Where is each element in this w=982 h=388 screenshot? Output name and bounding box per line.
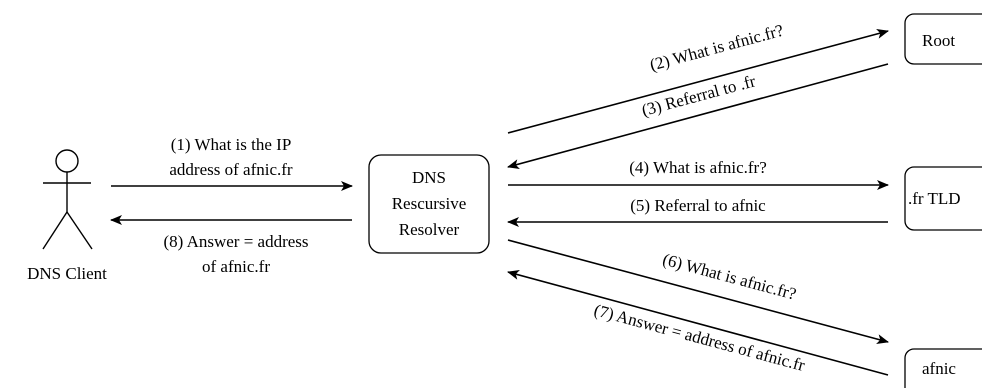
tld-server-box <box>904 166 982 231</box>
resolver-label-line-2: Rescursive <box>392 194 467 213</box>
message-2: (2) What is afnic.fr? <box>648 21 786 75</box>
message-8-line-2: of afnic.fr <box>202 257 270 276</box>
message-8-line-1: (8) Answer = address <box>163 232 308 251</box>
arrow-6-resolver-to-afnic <box>507 239 889 344</box>
root-server-box <box>904 13 982 65</box>
dns-client-label: DNS Client <box>27 264 107 283</box>
afnic-server-box <box>904 348 982 388</box>
resolver-box <box>368 154 490 254</box>
message-4: (4) What is afnic.fr? <box>629 158 767 177</box>
message-5: (5) Referral to afnic <box>630 196 766 215</box>
message-1-line-1: (1) What is the IP <box>171 135 292 154</box>
message-6: (6) What is afnic.fr? <box>661 250 799 304</box>
resolver-label-line-3: Resolver <box>399 220 460 239</box>
dns-client-actor-icon <box>42 149 93 250</box>
root-server-label: Root <box>922 31 955 50</box>
arrow-3-root-to-resolver <box>507 63 889 169</box>
arrow-7-afnic-to-resolver <box>507 270 889 376</box>
arrow-2-resolver-to-root <box>507 29 889 134</box>
message-3: (3) Referral to .fr <box>640 71 758 120</box>
resolver-label-line-1: DNS <box>412 168 446 187</box>
tld-server-label: .fr TLD <box>908 189 961 208</box>
message-1-line-2: address of afnic.fr <box>169 160 293 179</box>
afnic-server-label: afnic <box>922 359 956 378</box>
